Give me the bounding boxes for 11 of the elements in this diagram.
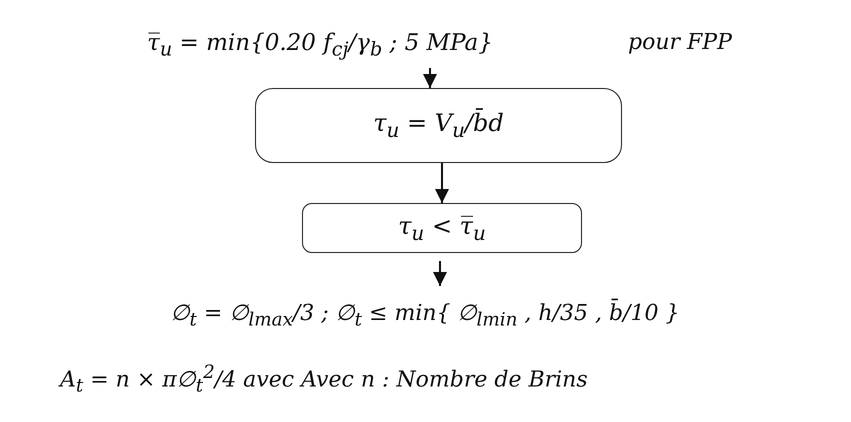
arrow <box>423 68 437 88</box>
formula: τ$_{u}$ < τ̅$_{u}$ <box>398 212 486 244</box>
arrow <box>433 261 447 286</box>
formula: A$_{t}$ = n × π∅$_{t}$$^{2}$/4 avec Avec n : Nombre de Brins <box>60 362 588 397</box>
formula: τ$_{u}$ = V$_{u}$/b̄d <box>373 109 504 142</box>
formula: τ̅$_{u}$ = min{0.20 f$_{cj}$/γ$_{b}$ ; 5 MPa} <box>147 30 493 60</box>
arrow <box>435 163 449 203</box>
process-box <box>255 88 622 163</box>
formula: ∅$_{t}$ = ∅$_{lmax}$/3 ; ∅$_{t}$ ≤ min{ ∅$_{lmin}$ , h/35 , b̄/10 } <box>170 300 680 330</box>
process-box <box>302 203 582 253</box>
condition-note: pour FPP <box>628 30 732 55</box>
